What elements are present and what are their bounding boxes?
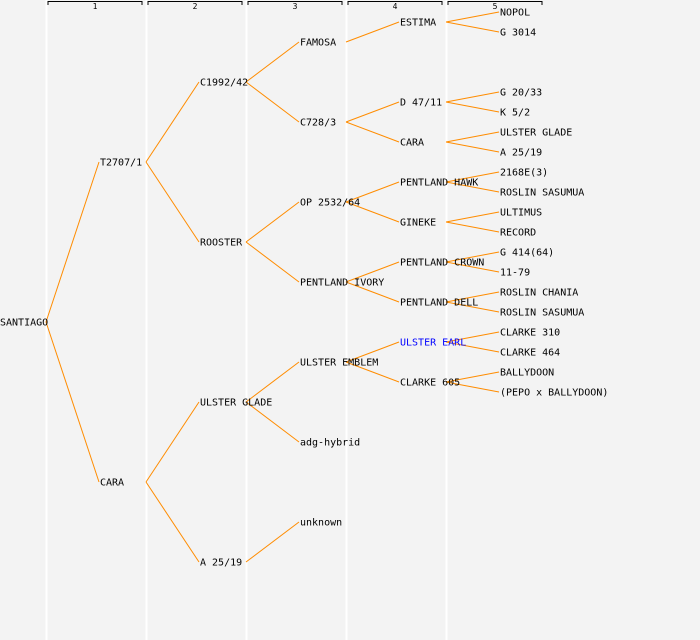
connector-line bbox=[345, 21, 400, 43]
pedigree-node[interactable]: ROOSTER bbox=[200, 238, 243, 249]
connector-line bbox=[145, 401, 200, 483]
connector-line bbox=[445, 261, 500, 273]
connector-line bbox=[445, 131, 500, 143]
connector-line bbox=[445, 141, 500, 153]
connector-line bbox=[445, 91, 500, 103]
pedigree-node[interactable]: G 3014 bbox=[500, 28, 536, 39]
pedigree-node[interactable]: (PEPO x BALLYDOON) bbox=[500, 388, 608, 399]
pedigree-node[interactable]: A 25/19 bbox=[200, 558, 242, 569]
pedigree-node[interactable]: ROSLIN CHANIA bbox=[500, 288, 578, 299]
connector-line bbox=[345, 261, 400, 283]
generation-bracket bbox=[47, 1, 143, 5]
generation-bracket bbox=[447, 1, 543, 5]
connector-line bbox=[45, 321, 100, 483]
connector-line bbox=[445, 341, 500, 353]
node-labels: NOPOL G 3014 ESTIMA FAMOSA G 20/33 K 5/2 D 47/… bbox=[0, 8, 608, 569]
connector-line bbox=[345, 341, 400, 363]
connector-line bbox=[345, 101, 400, 123]
pedigree-node[interactable]: ULSTER EMBLEM bbox=[300, 358, 378, 369]
connector-line bbox=[345, 361, 400, 383]
pedigree-node[interactable]: adg-hybrid bbox=[300, 438, 360, 449]
pedigree-node[interactable]: C1992/42 bbox=[200, 78, 248, 89]
connector-lines bbox=[45, 11, 500, 563]
pedigree-node[interactable]: ROSLIN SASUMUA bbox=[500, 308, 584, 319]
generation-header: 4 bbox=[393, 2, 398, 11]
pedigree-node[interactable]: ULSTER GLADE bbox=[500, 128, 572, 139]
pedigree-node[interactable]: G 20/33 bbox=[500, 88, 542, 99]
connector-line bbox=[445, 331, 500, 343]
connector-line bbox=[245, 241, 300, 283]
pedigree-node[interactable]: FAMOSA bbox=[300, 38, 336, 49]
connector-line bbox=[345, 281, 400, 303]
connector-line bbox=[45, 161, 100, 323]
pedigree-node[interactable]: unknown bbox=[300, 518, 342, 529]
generation-bracket bbox=[247, 1, 343, 5]
generation-header: 1 bbox=[93, 2, 98, 11]
pedigree-node[interactable]: D 47/11 bbox=[400, 98, 442, 109]
pedigree-node[interactable]: ULSTER EARL bbox=[400, 338, 466, 349]
pedigree-node[interactable]: NOPOL bbox=[500, 8, 530, 19]
pedigree-node[interactable]: T2707/1 bbox=[100, 158, 142, 169]
pedigree-node[interactable]: 2168E(3) bbox=[500, 168, 548, 179]
generation-header: 3 bbox=[293, 2, 298, 11]
connector-line bbox=[445, 21, 500, 33]
pedigree-node[interactable]: G 414(64) bbox=[500, 248, 554, 259]
pedigree-node[interactable]: ROSLIN SASUMUA bbox=[500, 188, 584, 199]
connector-line bbox=[445, 181, 500, 193]
pedigree-node[interactable]: K 5/2 bbox=[500, 108, 530, 119]
generation-bracket bbox=[147, 1, 243, 5]
pedigree-node[interactable]: ULTIMUS bbox=[500, 208, 542, 219]
generation-header: 2 bbox=[193, 2, 198, 11]
pedigree-node[interactable]: 11-79 bbox=[500, 268, 530, 279]
connector-line bbox=[445, 11, 500, 23]
connector-line bbox=[245, 81, 300, 123]
pedigree-node[interactable]: SANTIAGO bbox=[0, 318, 48, 329]
connector-line bbox=[445, 211, 500, 223]
pedigree-node[interactable]: PENTLAND HAWK bbox=[400, 178, 478, 189]
connector-line bbox=[345, 201, 400, 223]
connector-line bbox=[245, 41, 300, 83]
connector-line bbox=[445, 171, 500, 183]
connector-line bbox=[445, 381, 500, 393]
connector-line bbox=[245, 521, 300, 563]
connector-line bbox=[445, 291, 500, 303]
pedigree-node[interactable]: RECORD bbox=[500, 228, 536, 239]
connector-line bbox=[445, 101, 500, 113]
pedigree-node[interactable]: GINEKE bbox=[400, 218, 436, 229]
pedigree-node[interactable]: CLARKE 310 bbox=[500, 328, 560, 339]
pedigree-node[interactable]: CLARKE 605 bbox=[400, 378, 460, 389]
pedigree-node[interactable]: PENTLAND IVORY bbox=[300, 278, 384, 289]
pedigree-node[interactable]: ESTIMA bbox=[400, 18, 436, 29]
generation-bracket bbox=[347, 1, 443, 5]
pedigree-node[interactable]: OP 2532/64 bbox=[300, 198, 360, 209]
pedigree-node[interactable]: ULSTER GLADE bbox=[200, 398, 272, 409]
connector-line bbox=[445, 251, 500, 263]
connector-line bbox=[445, 371, 500, 383]
connector-line bbox=[145, 81, 200, 163]
pedigree-node[interactable]: CARA bbox=[400, 138, 424, 149]
connector-line bbox=[445, 221, 500, 233]
generation-header: 5 bbox=[493, 2, 498, 11]
pedigree-node[interactable]: PENTLAND CROWN bbox=[400, 258, 484, 269]
connector-line bbox=[245, 361, 300, 403]
connector-line bbox=[145, 481, 200, 563]
pedigree-node[interactable]: A 25/19 bbox=[500, 148, 542, 159]
connector-line bbox=[345, 121, 400, 143]
connector-line bbox=[345, 181, 400, 203]
pedigree-node[interactable]: PENTLAND DELL bbox=[400, 298, 478, 309]
connector-line bbox=[445, 301, 500, 313]
pedigree-node[interactable]: BALLYDOON bbox=[500, 368, 554, 379]
connector-line bbox=[245, 401, 300, 443]
pedigree-node[interactable]: C728/3 bbox=[300, 118, 336, 129]
pedigree-node[interactable]: CLARKE 464 bbox=[500, 348, 560, 359]
connector-line bbox=[245, 201, 300, 243]
connector-line bbox=[145, 161, 200, 243]
pedigree-node[interactable]: CARA bbox=[100, 478, 124, 489]
